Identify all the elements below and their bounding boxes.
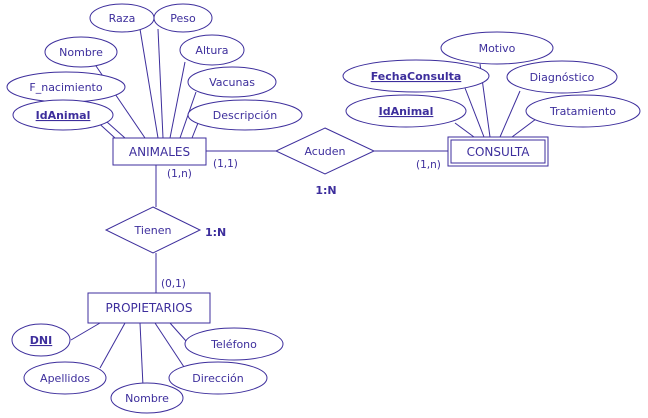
- attribute-nombre-prop: Nombre: [110, 382, 184, 414]
- line-nombre-prop: [139, 322, 144, 387]
- ratio-tienen: 1:N: [205, 226, 226, 239]
- ratio-acuden: 1:N: [315, 184, 336, 197]
- cardinality-consulta-acuden: (1,n): [416, 159, 441, 171]
- attribute-f-nacimiento-label: F_nacimiento: [29, 81, 102, 94]
- entity-animales: ANIMALES: [112, 137, 207, 166]
- attribute-peso: Peso: [153, 3, 213, 33]
- line-raza: [139, 28, 159, 139]
- attribute-idanimal-label: IdAnimal: [36, 109, 91, 122]
- cardinality-animales-acuden: (1,1): [213, 158, 238, 170]
- line-peso: [157, 28, 164, 139]
- attribute-tratamiento: Tratamiento: [525, 94, 641, 128]
- cardinality-animales-tienen: (1,n): [167, 168, 192, 180]
- relationship-tienen: Tienen: [104, 206, 202, 254]
- attribute-apellidos: Apellidos: [23, 361, 107, 395]
- attribute-peso-label: Peso: [170, 12, 196, 25]
- line-telefono: [169, 322, 187, 342]
- attribute-diagnostico-label: Diagnóstico: [530, 71, 595, 84]
- relationship-tienen-label: Tienen: [134, 224, 172, 237]
- attribute-apellidos-label: Apellidos: [40, 372, 90, 385]
- entity-consulta-label: CONSULTA: [467, 145, 531, 159]
- attribute-raza-label: Raza: [109, 12, 136, 25]
- line-nombre: [93, 62, 146, 139]
- attribute-f-nacimiento: F_nacimiento: [6, 71, 126, 103]
- line-diagnostico: [499, 90, 521, 138]
- attribute-nombre-label: Nombre: [59, 46, 103, 59]
- attribute-altura-label: Altura: [195, 44, 228, 57]
- entity-consulta: CONSULTA: [447, 136, 549, 167]
- line-dni: [70, 322, 101, 341]
- attribute-fechaconsulta-key: FechaConsulta: [342, 59, 490, 93]
- attribute-fechaconsulta-label: FechaConsulta: [371, 70, 462, 83]
- attribute-telefono: Teléfono: [184, 327, 284, 361]
- attribute-dni-label: DNI: [30, 334, 52, 347]
- entity-propietarios-label: PROPIETARIOS: [106, 301, 193, 315]
- attribute-dni-key: DNI: [11, 323, 71, 357]
- attribute-idanimal-key: IdAnimal: [12, 99, 114, 131]
- line-apellidos: [99, 322, 126, 369]
- attribute-altura: Altura: [179, 34, 245, 66]
- attribute-idanimal-consulta-key: IdAnimal: [345, 94, 467, 128]
- line-direccion: [154, 322, 187, 371]
- cardinality-propietarios-tienen: (0,1): [161, 278, 186, 290]
- attribute-idanimal-consulta-label: IdAnimal: [379, 105, 434, 118]
- attribute-direccion: Dirección: [168, 361, 268, 395]
- attribute-diagnostico: Diagnóstico: [506, 60, 618, 94]
- attribute-tratamiento-label: Tratamiento: [549, 105, 616, 118]
- attribute-vacunas: Vacunas: [187, 66, 277, 98]
- entity-animales-label: ANIMALES: [129, 145, 190, 159]
- entity-propietarios: PROPIETARIOS: [87, 292, 211, 324]
- attribute-raza: Raza: [89, 3, 155, 33]
- line-fechaconsulta: [464, 87, 485, 138]
- attribute-descripcion: Descripción: [187, 99, 303, 131]
- attribute-descripcion-label: Descripción: [213, 109, 277, 122]
- attribute-nombre: Nombre: [44, 36, 118, 68]
- attribute-direccion-label: Dirección: [192, 372, 243, 385]
- attribute-motivo-label: Motivo: [479, 42, 516, 55]
- attribute-telefono-label: Teléfono: [210, 338, 257, 351]
- relationship-acuden: Acuden: [274, 127, 376, 175]
- attribute-motivo: Motivo: [440, 31, 554, 65]
- line-idanimal-consulta: [454, 122, 475, 138]
- attribute-vacunas-label: Vacunas: [209, 76, 255, 89]
- attribute-nombre-prop-label: Nombre: [125, 392, 169, 405]
- line-altura: [169, 61, 186, 139]
- relationship-acuden-label: Acuden: [304, 145, 345, 158]
